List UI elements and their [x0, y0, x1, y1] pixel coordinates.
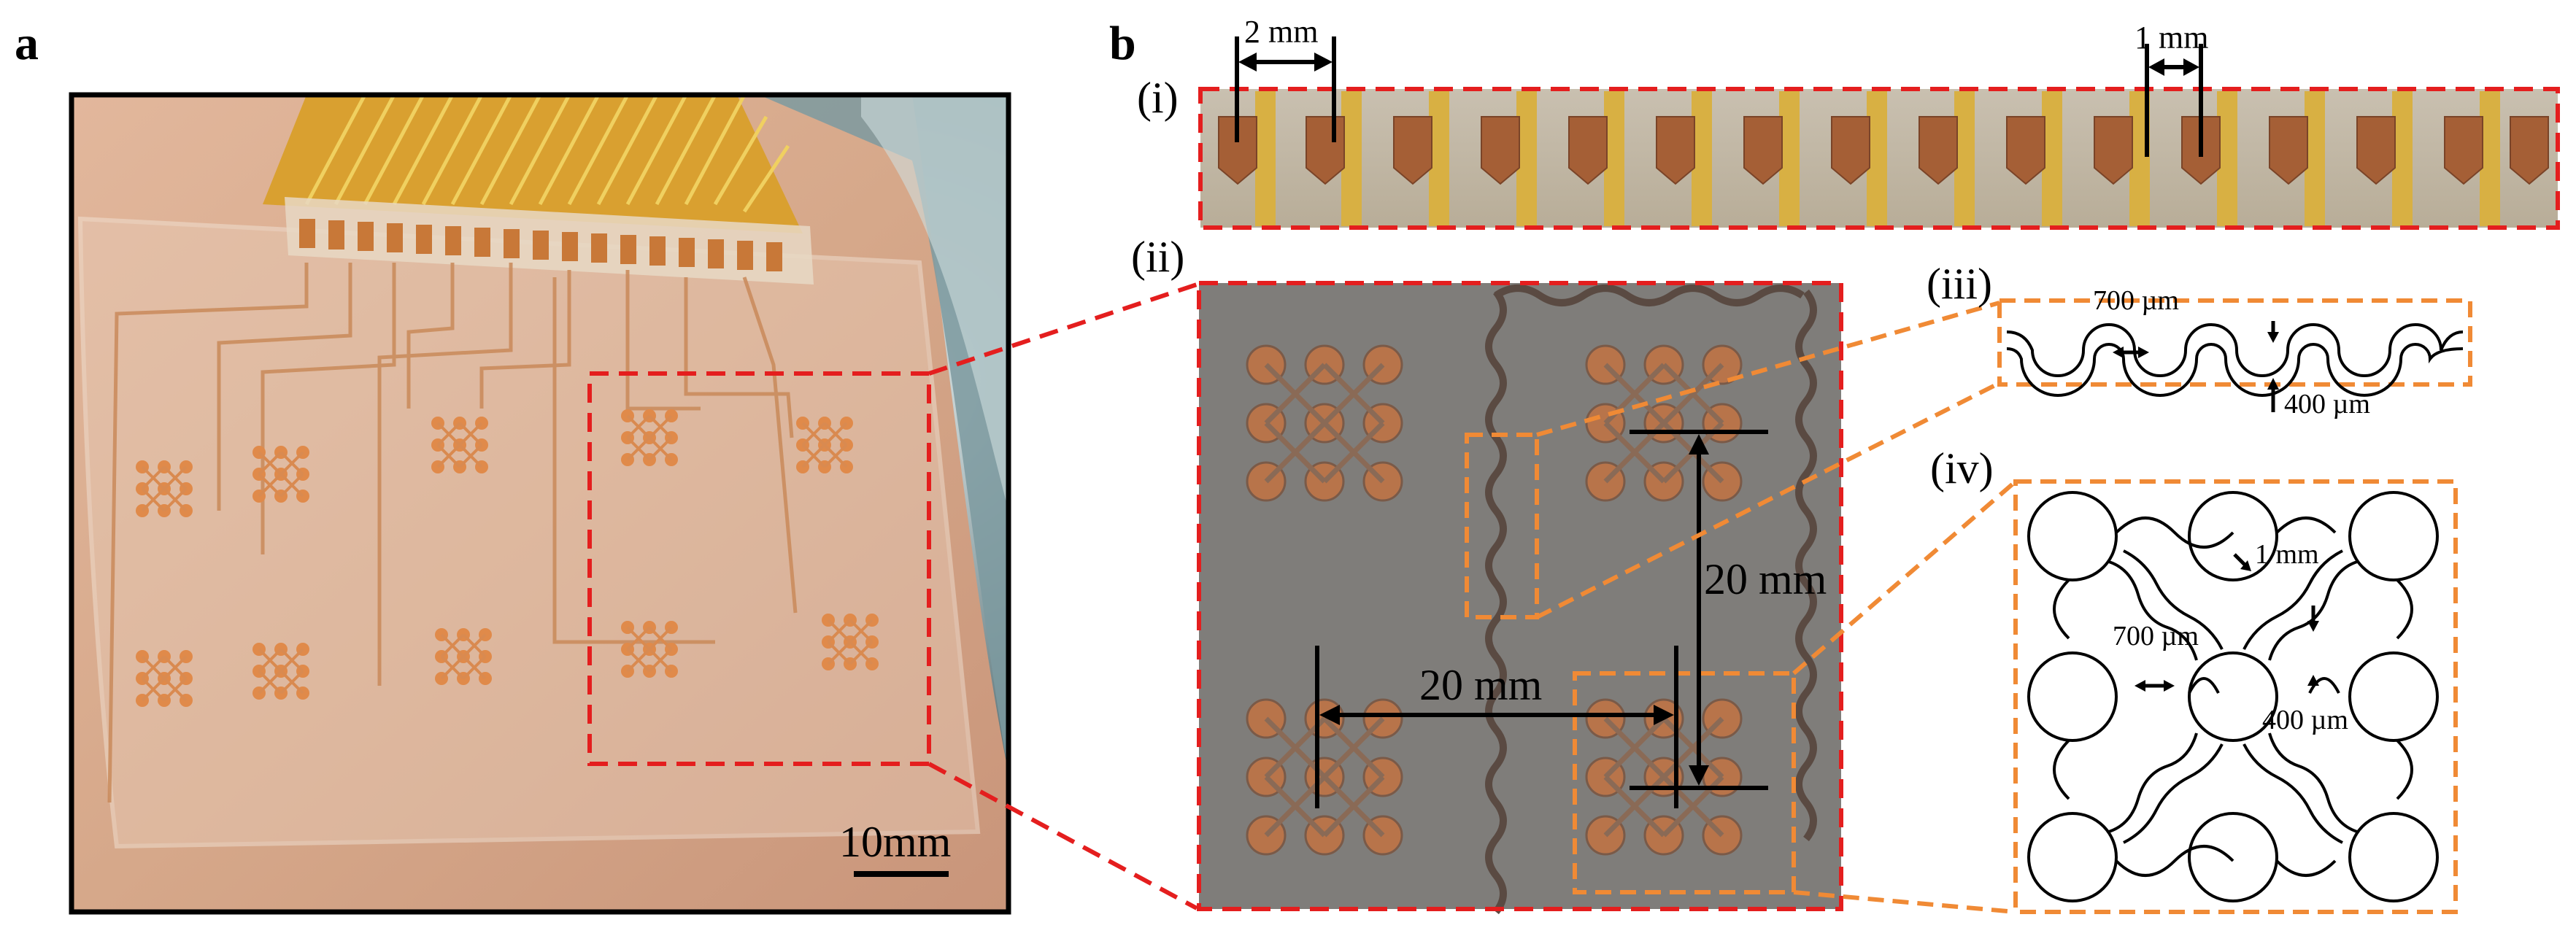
panel-a-letter: a	[15, 17, 39, 70]
dim-1mm: 1 mm	[2135, 20, 2209, 55]
panel-b-i-strip	[1198, 36, 2560, 230]
panel-b-ii-image	[1197, 281, 1843, 915]
sub-panel-ii-label: (ii)	[1131, 233, 1185, 281]
sub-panel-i-label: (i)	[1137, 74, 1179, 122]
zoom-connectors-red	[928, 282, 1198, 910]
panel-a-photo	[69, 92, 1011, 915]
panel-b-iii-schematic	[1997, 298, 2472, 412]
panel-b-iv-schematic	[2013, 479, 2458, 914]
dim-20mm-horizontal: 20 mm	[1419, 661, 1543, 709]
dim-700um-iii: 700 µm	[2093, 285, 2179, 316]
scale-bar-label: 10mm	[839, 818, 952, 866]
dim-700um-iv: 700 µm	[2113, 621, 2199, 651]
dim-2mm: 2 mm	[1244, 14, 1319, 50]
panel-b-letter: b	[1109, 17, 1136, 70]
zoom-connectors-orange	[1535, 301, 2017, 914]
dim-1mm-iv: 1 mm	[2255, 539, 2319, 570]
dim-400um-iv: 400 µm	[2262, 705, 2348, 735]
panel-a-highlight-box	[587, 371, 931, 766]
dim-20mm-vertical: 20 mm	[1704, 555, 1827, 603]
sub-panel-iv-label: (iv)	[1930, 444, 1994, 492]
dim-400um-iii: 400 µm	[2284, 389, 2370, 419]
sub-panel-iii-label: (iii)	[1927, 260, 1992, 308]
